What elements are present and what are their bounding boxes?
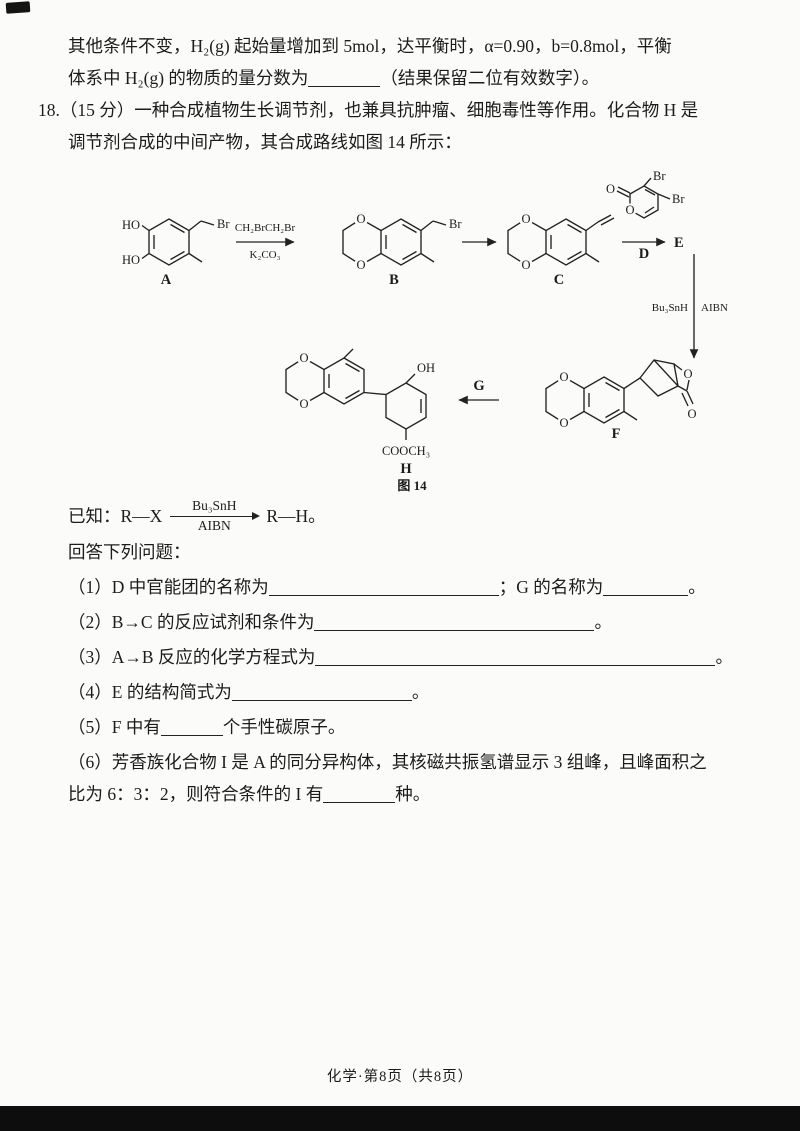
sub-question-4: （4）E 的结构简式为 。 [38, 676, 762, 708]
known-reaction-arrow: Bu₃SnH AIBN [170, 498, 261, 534]
atom-o: O [687, 407, 696, 421]
answer-blank [314, 611, 595, 631]
answer-blank [308, 68, 381, 87]
compound-label-g: G [473, 378, 484, 394]
answer-blank [160, 716, 223, 736]
atom-ho: HO [122, 218, 140, 232]
atom-o: O [683, 367, 692, 381]
atom-cooch3: COOCH₃ [382, 444, 430, 458]
known-arrow-top: Bu₃SnH [192, 498, 237, 513]
structure-f: O O O O F [545, 359, 697, 442]
scan-edge-bar [0, 1106, 800, 1131]
compound-label-c: C [554, 272, 564, 288]
synthesis-scheme-svg: HO HO Br A CH₂BrCH₂Br K₂CO₃ [122, 169, 728, 493]
reagent-step2-left: Bu₃SnH [652, 302, 688, 314]
q4-text-end: 。 [411, 681, 430, 702]
q1-text-mid: ；G 的名称为 [498, 576, 604, 597]
compound-label-h: H [400, 461, 412, 477]
compound-label-a: A [161, 272, 172, 288]
top-paragraph: 其他条件不变，H₂(g) 起始量增加到 5mol，达平衡时，α=0.90，b=0… [38, 30, 762, 94]
atom-o: O [299, 351, 308, 365]
reaction-arrow-1: CH₂BrCH₂Br K₂CO₃ [235, 222, 296, 261]
reaction-arrow-3: D E [622, 235, 684, 262]
atom-oh: OH [417, 361, 435, 375]
structure-h: O O OH COOCH₃ H [285, 348, 435, 477]
page-content: 其他条件不变，H₂(g) 起始量增加到 5mol，达平衡时，α=0.90，b=0… [38, 30, 762, 810]
compound-label-b: B [389, 272, 399, 288]
q18-stem-line2: 调节剂合成的中间产物，其合成路线如图 14 所示： [68, 132, 462, 152]
q18-stem-line1: 18.（15 分）一种合成植物生长调节剂，也兼具抗肿瘤、细胞毒性等作用。化合物 … [38, 100, 699, 120]
reagent-step1-top: CH₂BrCH₂Br [235, 222, 296, 234]
compound-label-f: F [612, 426, 621, 442]
question-18: 18.（15 分）一种合成植物生长调节剂，也兼具抗肿瘤、细胞毒性等作用。化合物 … [38, 94, 762, 810]
scan-artifact-mark [5, 1, 31, 14]
q3-text-end: 。 [715, 646, 733, 667]
q2-text-end: 。 [594, 611, 612, 632]
top-paragraph-line2-post: （结果保留二位有效数字）。 [380, 68, 600, 88]
reagent-step1-bottom: K₂CO₃ [250, 249, 281, 261]
top-paragraph-line2-pre: 体系中 H₂(g) 的物质的量分数为 [68, 68, 309, 88]
answer-blank [315, 646, 716, 666]
sub-question-1: （1）D 中官能团的名称为 ；G 的名称为 。 [38, 571, 762, 603]
q6-line2: 比为 6：3：2，则符合条件的 I 有 种。 [68, 778, 762, 810]
compound-label-d: D [639, 246, 649, 262]
q4-text-pre: （4）E 的结构简式为 [68, 681, 232, 702]
atom-o: O [521, 212, 530, 226]
structure-a: HO HO Br A [122, 217, 230, 288]
answer-blank [268, 576, 499, 596]
atom-o: O [521, 258, 530, 272]
structure-b: O O Br B [342, 212, 462, 288]
page-footer: 化学·第8页（共8页） [326, 1069, 474, 1085]
atom-br: Br [653, 169, 666, 183]
figure-caption: 图 14 [397, 478, 427, 493]
q6-text-line2-pre: 比为 6：3：2，则符合条件的 I 有 [68, 783, 324, 804]
atom-o: O [356, 258, 365, 272]
reaction-arrow-5: G [458, 378, 499, 405]
answer-heading: 回答下列问题： [68, 541, 191, 562]
atom-o: O [356, 212, 365, 226]
atom-ho: HO [122, 253, 140, 267]
reaction-arrow-4: Bu₃SnH AIBN [652, 254, 728, 359]
atom-o: O [606, 182, 615, 196]
q3-text-pre: （3）A→B 反应的化学方程式为 [68, 646, 316, 667]
q5-text-end: 个手性碳原子。 [222, 716, 346, 737]
known-arrow-bottom: AIBN [197, 517, 231, 533]
structure-c: O O C [507, 212, 615, 288]
known-post: R—H。 [266, 506, 326, 527]
q1-text-end: 。 [688, 576, 706, 597]
q6-text-end: 种。 [395, 783, 431, 804]
atom-br: Br [449, 217, 462, 231]
known-pre: 已知：R—X [68, 506, 163, 527]
sub-question-2: （2）B→C 的反应试剂和条件为 。 [38, 606, 762, 638]
q6-text-line1: （6）芳香族化合物 I 是 A 的同分异构体，其核磁共振氢谱显示 3 组峰，且峰… [68, 751, 707, 772]
compound-label-e: E [674, 235, 684, 251]
sub-question-3: （3）A→B 反应的化学方程式为 。 [38, 641, 762, 673]
atom-br: Br [672, 192, 685, 206]
top-paragraph-line2: 体系中 H₂(g) 的物质的量分数为 （结果保留二位有效数字）。 [68, 62, 762, 94]
reagent-step2-right: AIBN [701, 302, 728, 314]
answer-blank [323, 783, 396, 803]
structure-d: O O Br Br [606, 169, 685, 219]
synthesis-scheme-figure: HO HO Br A CH₂BrCH₂Br K₂CO₃ [44, 168, 762, 493]
q1-text-pre: （1）D 中官能团的名称为 [68, 576, 269, 597]
sub-question-6: （6）芳香族化合物 I 是 A 的同分异构体，其核磁共振氢谱显示 3 组峰，且峰… [38, 746, 762, 810]
sub-question-5: （5）F 中有 个手性碳原子。 [38, 711, 762, 743]
arrow-line [170, 511, 261, 520]
answer-blank [231, 681, 412, 701]
top-paragraph-line1: 其他条件不变，H₂(g) 起始量增加到 5mol，达平衡时，α=0.90，b=0… [68, 36, 672, 56]
atom-o: O [559, 370, 568, 384]
known-condition: 已知：R—X Bu₃SnH AIBN R—H。 [68, 498, 762, 534]
q5-text-pre: （5）F 中有 [68, 716, 161, 737]
q2-text-pre: （2）B→C 的反应试剂和条件为 [68, 611, 315, 632]
atom-o: O [559, 416, 568, 430]
atom-o: O [299, 397, 308, 411]
answer-blank [603, 576, 689, 596]
atom-br: Br [217, 217, 230, 231]
atom-o: O [625, 203, 634, 217]
